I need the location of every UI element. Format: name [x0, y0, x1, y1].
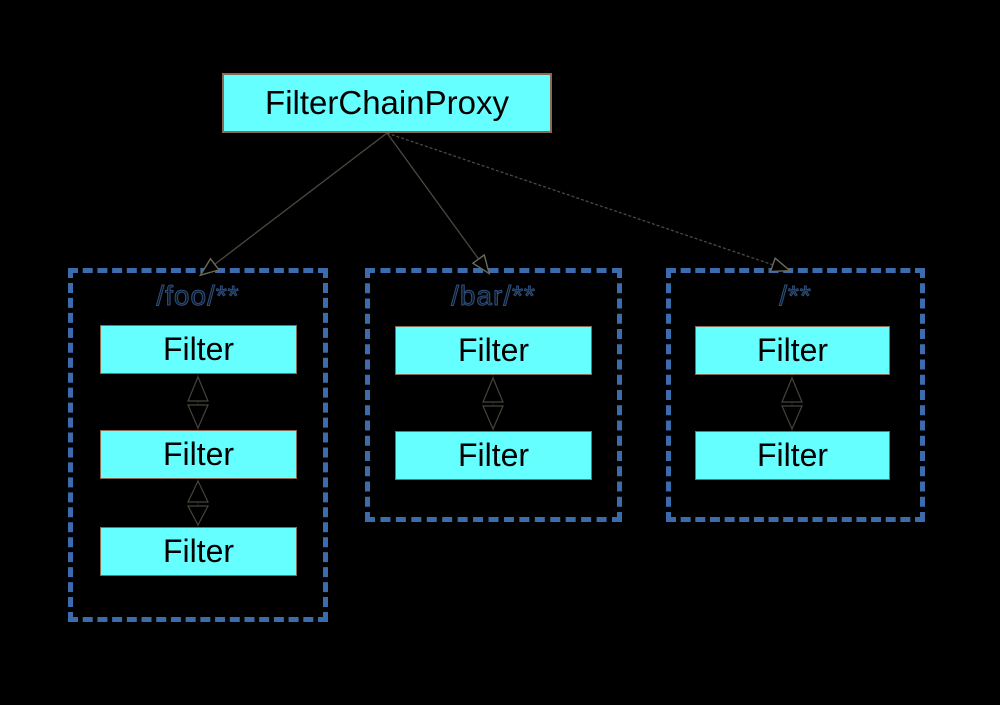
filter-node: Filter	[100, 325, 297, 374]
url-pattern-label: /bar/**	[451, 280, 536, 312]
url-pattern-label: /**	[779, 280, 812, 312]
filter-label: Filter	[756, 332, 829, 368]
filter-chain-proxy-label: FilterChainProxy	[265, 84, 509, 121]
filter-label: Filter	[162, 331, 235, 367]
filter-label: Filter	[162, 533, 235, 569]
filter-node: Filter	[695, 326, 890, 375]
filter-label: Filter	[162, 436, 235, 472]
filter-label: Filter	[457, 437, 530, 473]
filter-node: Filter	[395, 431, 592, 480]
filter-chain-group-bar: /bar/** Filter Filter	[365, 268, 622, 522]
filter-chain-proxy-node: FilterChainProxy	[222, 73, 552, 133]
filter-node: Filter	[100, 430, 297, 479]
filter-label: Filter	[457, 332, 530, 368]
filter-chain-group-foo: /foo/** Filter Filter Filter	[68, 268, 328, 622]
connector-root-to-all	[386, 132, 792, 273]
connector-root-to-bar	[386, 132, 491, 276]
filter-node: Filter	[695, 431, 890, 480]
filter-node: Filter	[100, 527, 297, 576]
connector-root-to-foo	[198, 132, 388, 277]
url-pattern-label: /foo/**	[156, 280, 240, 312]
filter-chain-group-all: /** Filter Filter	[666, 268, 925, 522]
filter-label: Filter	[756, 437, 829, 473]
filter-node: Filter	[395, 326, 592, 375]
